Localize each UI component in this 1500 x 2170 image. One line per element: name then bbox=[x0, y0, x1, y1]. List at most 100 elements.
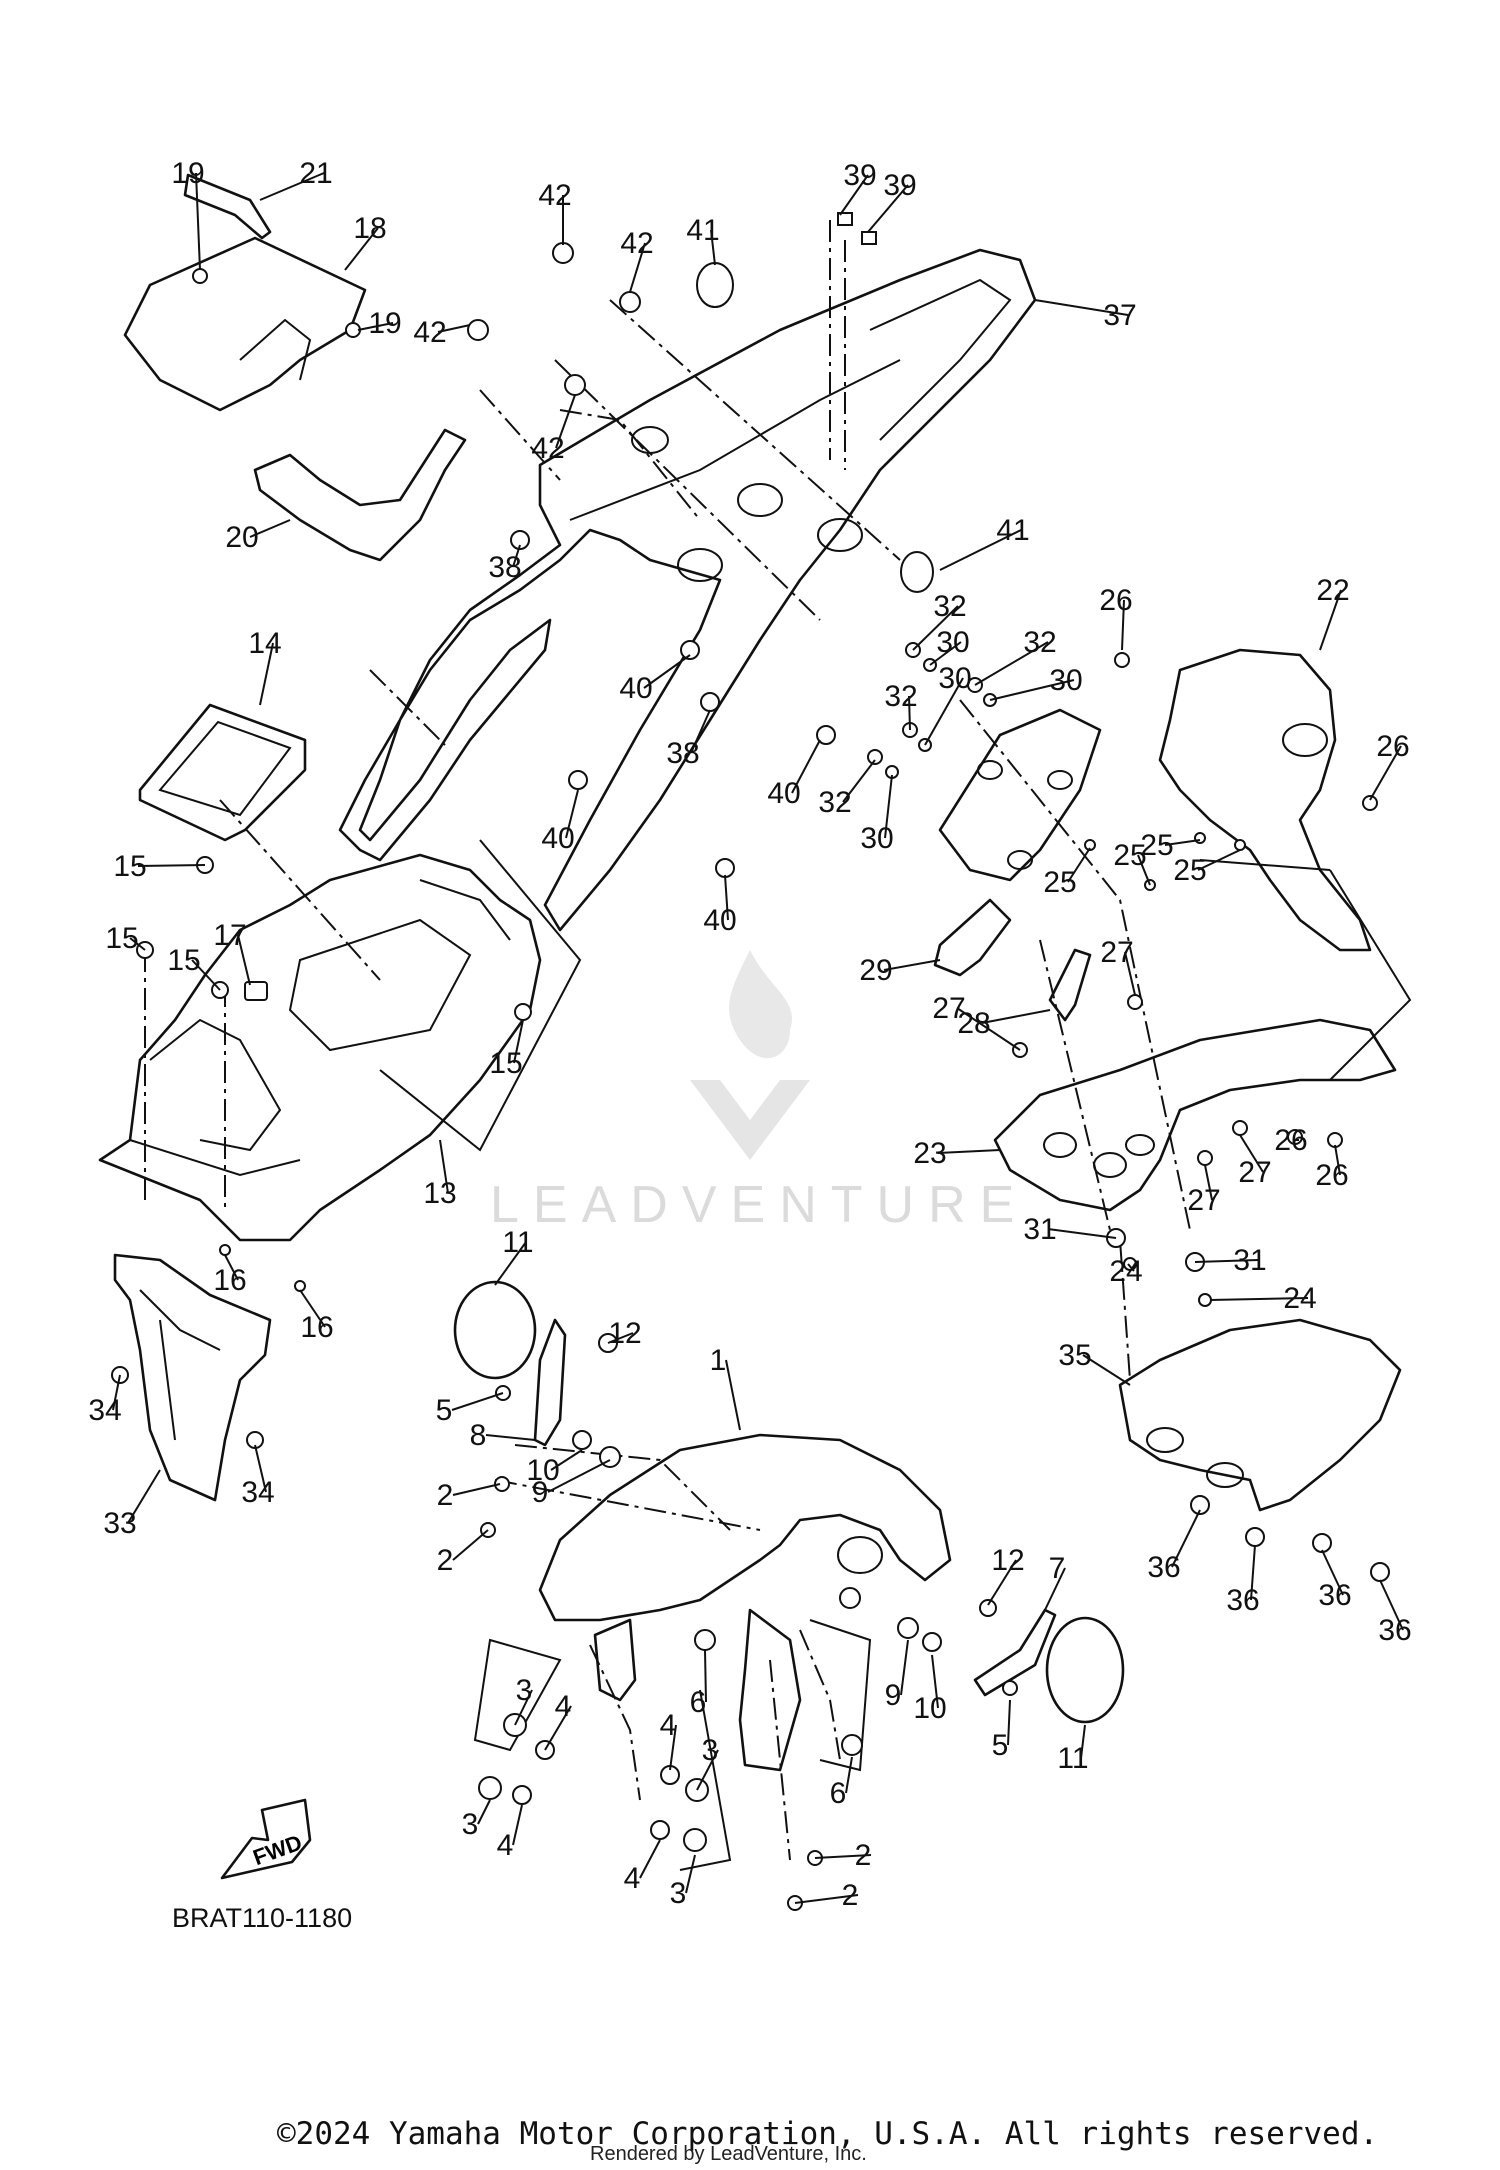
callout-label-36: 36 bbox=[1226, 1584, 1259, 1617]
callout-leader-16 bbox=[299, 1289, 326, 1328]
callout-leader-2 bbox=[814, 1854, 872, 1859]
diagram-code: BRAT110-1180 bbox=[172, 1903, 352, 1933]
bolt-38a bbox=[510, 530, 530, 550]
callout-leader-12 bbox=[607, 1332, 634, 1344]
callout-leader-10 bbox=[550, 1449, 583, 1471]
callout-label-41: 41 bbox=[686, 214, 719, 247]
callout-label-10: 10 bbox=[526, 1454, 559, 1487]
callout-leader-15 bbox=[129, 937, 146, 951]
callout-leader-4 bbox=[512, 1804, 523, 1846]
callout-leader-21 bbox=[259, 172, 325, 201]
callout-label-29: 29 bbox=[859, 954, 892, 987]
callout-leader-39 bbox=[839, 174, 869, 216]
part-7-reflector-bracket bbox=[973, 1608, 1057, 1697]
callout-leader-18 bbox=[344, 227, 379, 271]
callout-leader-26 bbox=[1334, 1144, 1341, 1176]
callout-leader-7 bbox=[1044, 1567, 1066, 1611]
callout-label-35: 35 bbox=[1058, 1339, 1091, 1372]
screw-36b bbox=[1245, 1527, 1265, 1547]
callout-leader-3 bbox=[477, 1799, 491, 1825]
callout-leader-24 bbox=[1127, 1263, 1135, 1272]
callout-leader-37 bbox=[1034, 299, 1129, 316]
callout-label-40: 40 bbox=[703, 904, 736, 937]
callout-leader-25 bbox=[1067, 847, 1091, 883]
callout-leader-14 bbox=[259, 642, 274, 706]
callout-leader-41 bbox=[939, 529, 1022, 571]
callout-leader-41 bbox=[710, 229, 716, 266]
callout-label-15: 15 bbox=[105, 922, 138, 955]
watermark-flame-icon bbox=[690, 950, 810, 1160]
callout-leader-19 bbox=[195, 172, 201, 271]
part-22-tail-light-cover bbox=[1158, 648, 1372, 952]
clip-16a bbox=[219, 1244, 231, 1256]
callout-leader-42 bbox=[629, 242, 646, 293]
callout-leader-20 bbox=[249, 519, 291, 538]
callout-leader-39 bbox=[867, 184, 909, 233]
callout-label-42: 42 bbox=[620, 227, 653, 260]
callout-leader-40 bbox=[643, 654, 691, 689]
callout-label-32: 32 bbox=[933, 590, 966, 623]
callout-leader-36 bbox=[1379, 1579, 1404, 1631]
callout-leader-38 bbox=[690, 709, 711, 754]
bolt-40d bbox=[715, 858, 735, 878]
callout-leader-32 bbox=[842, 759, 876, 803]
callout-label-11: 11 bbox=[1057, 1742, 1088, 1775]
callout-label-11: 11 bbox=[502, 1226, 533, 1259]
callout-leader-31 bbox=[1047, 1228, 1117, 1239]
screw-5b bbox=[1002, 1680, 1018, 1696]
grommet-42a bbox=[552, 242, 574, 264]
callout-label-40: 40 bbox=[619, 672, 652, 705]
callout-label-3: 3 bbox=[516, 1674, 533, 1707]
callout-leader-15 bbox=[513, 1019, 524, 1064]
grommet-9b bbox=[897, 1617, 919, 1639]
callout-label-12: 12 bbox=[608, 1317, 641, 1350]
callout-leader-15 bbox=[137, 864, 206, 867]
callout-leader-15 bbox=[191, 959, 221, 991]
screw-27c bbox=[1197, 1150, 1213, 1166]
part-37-rear-cowl bbox=[338, 248, 1037, 932]
callout-label-2: 2 bbox=[437, 1544, 454, 1577]
bolt-2a bbox=[494, 1476, 510, 1492]
callout-leader-5 bbox=[1007, 1699, 1011, 1746]
callout-label-18: 18 bbox=[353, 212, 386, 245]
screw-36a bbox=[1190, 1495, 1210, 1515]
callout-label-2: 2 bbox=[842, 1879, 859, 1912]
callout-label-15: 15 bbox=[167, 944, 200, 977]
callout-leader-3 bbox=[514, 1689, 533, 1726]
callout-leader-11 bbox=[494, 1241, 527, 1286]
part-13-rear-fender-body bbox=[98, 853, 542, 1242]
callout-leader-12 bbox=[987, 1559, 1017, 1606]
callout-label-2: 2 bbox=[437, 1479, 454, 1512]
callout-label-36: 36 bbox=[1147, 1551, 1180, 1584]
callout-leader-25 bbox=[1164, 839, 1201, 846]
bolt-19a bbox=[192, 268, 208, 284]
bolt-40a bbox=[680, 640, 700, 660]
part-20-bracket bbox=[253, 428, 467, 562]
callout-leader-42 bbox=[555, 394, 576, 449]
callout-leader-3 bbox=[685, 1854, 696, 1894]
clip-25b bbox=[1234, 839, 1246, 851]
callout-label-9: 9 bbox=[532, 1476, 549, 1509]
callout-label-27: 27 bbox=[932, 992, 965, 1025]
callout-leader-27 bbox=[1239, 1134, 1264, 1173]
callout-leader-24 bbox=[1209, 1297, 1309, 1301]
callout-label-27: 27 bbox=[1187, 1184, 1220, 1217]
part-18-bracket-cover bbox=[123, 236, 367, 412]
callout-label-33: 33 bbox=[103, 1507, 136, 1540]
callout-label-27: 27 bbox=[1238, 1156, 1271, 1189]
callout-label-6: 6 bbox=[690, 1686, 707, 1719]
callout-leaders bbox=[112, 172, 1404, 1904]
callout-label-5: 5 bbox=[436, 1394, 453, 1427]
callout-label-8: 8 bbox=[470, 1419, 487, 1452]
callout-leader-30 bbox=[929, 641, 962, 666]
callout-label-3: 3 bbox=[670, 1877, 687, 1910]
callout-label-16: 16 bbox=[300, 1311, 333, 1344]
callout-leader-36 bbox=[1321, 1549, 1344, 1596]
callout-label-40: 40 bbox=[541, 822, 574, 855]
callout-leader-17 bbox=[237, 934, 251, 986]
callout-label-30: 30 bbox=[860, 822, 893, 855]
grommet-3b bbox=[478, 1776, 502, 1800]
callout-label-27: 27 bbox=[1100, 936, 1133, 969]
part-21-strap bbox=[183, 173, 272, 240]
callout-label-25: 25 bbox=[1043, 866, 1076, 899]
